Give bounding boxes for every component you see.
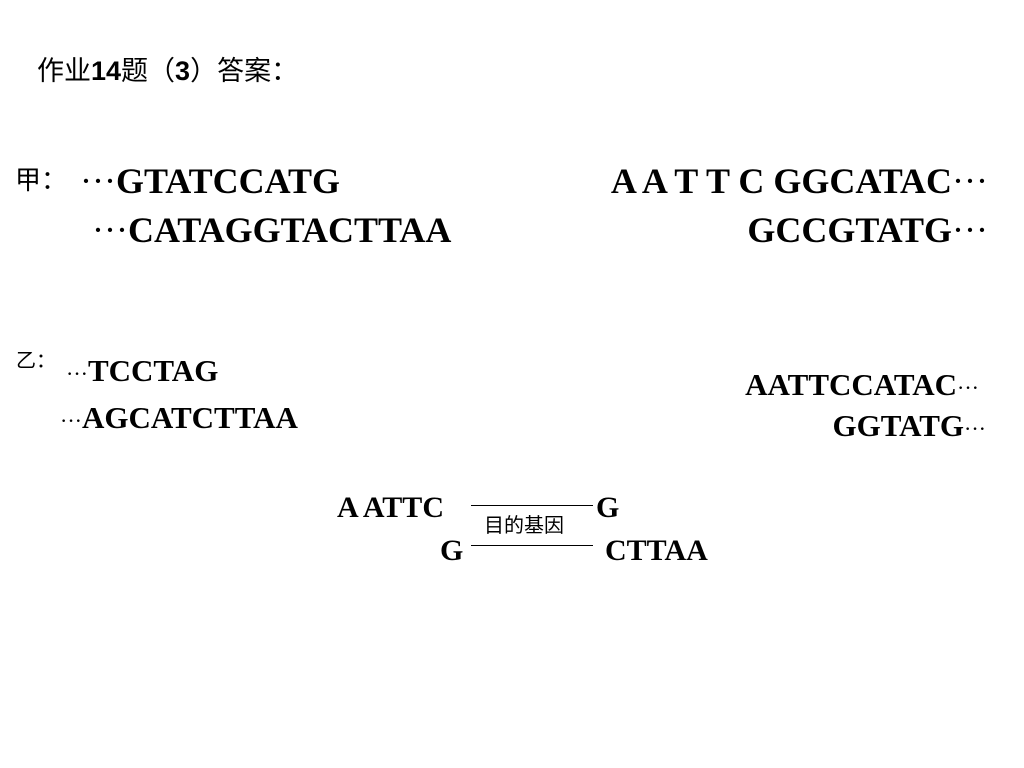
result-top-right: G bbox=[596, 491, 620, 524]
result-bottom-line bbox=[471, 545, 593, 546]
result-bottom-left: G bbox=[440, 534, 464, 567]
yi-left-bottom-seq: AGCATCTTAA bbox=[81, 400, 298, 435]
jia-right-top-strand: A A T T C GGCATAC··· bbox=[611, 163, 988, 199]
title-prefix: 作业 bbox=[37, 56, 91, 87]
jia-right-top-seq: A A T T C GGCATAC bbox=[610, 161, 953, 201]
yi-right-bottom-seq: GGTATG bbox=[832, 408, 965, 443]
title-sub-number: 3 bbox=[175, 56, 191, 86]
yi-label: 乙： bbox=[16, 348, 56, 372]
title-number: 14 bbox=[91, 56, 122, 86]
jia-left-top-seq: GTATCCATG bbox=[115, 161, 340, 201]
result-bottom-right: CTTAA bbox=[605, 534, 708, 567]
jia-right-bottom-ellipsis: ··· bbox=[952, 210, 988, 250]
yi-left-bottom-strand: ···AGCATCTTAA bbox=[60, 402, 298, 433]
title-suffix: ）答案： bbox=[190, 56, 299, 87]
page-title: 作业14题（3）答案： bbox=[37, 56, 299, 87]
jia-left-bottom-ellipsis: ··· bbox=[92, 210, 128, 250]
jia-left-bottom-seq: CATAGGTACTTAA bbox=[127, 210, 452, 250]
jia-left-top-strand: ···GTATCCATG bbox=[80, 163, 340, 199]
yi-left-top-seq: TCCTAG bbox=[87, 353, 219, 388]
yi-left-bottom-ellipsis: ··· bbox=[60, 408, 82, 433]
jia-left-top-ellipsis: ··· bbox=[80, 161, 116, 201]
result-top-left: A ATTC bbox=[337, 491, 444, 524]
yi-left-top-ellipsis: ··· bbox=[66, 361, 88, 386]
yi-right-top-ellipsis: ··· bbox=[957, 375, 979, 400]
target-gene-label: 目的基因 bbox=[484, 513, 564, 537]
yi-left-top-strand: ···TCCTAG bbox=[66, 355, 218, 386]
yi-right-bottom-strand: GGTATG··· bbox=[833, 410, 986, 441]
yi-right-bottom-ellipsis: ··· bbox=[964, 416, 986, 441]
jia-right-top-ellipsis: ··· bbox=[952, 161, 988, 201]
title-middle: 题（ bbox=[121, 56, 176, 87]
result-top-line bbox=[471, 505, 593, 506]
jia-right-bottom-seq: GCCGTATG bbox=[747, 210, 953, 250]
yi-right-top-seq: AATTCCATAC bbox=[745, 367, 958, 402]
jia-right-bottom-strand: GCCGTATG··· bbox=[747, 212, 988, 248]
yi-right-top-strand: AATTCCATAC··· bbox=[745, 369, 979, 400]
jia-left-bottom-strand: ···CATAGGTACTTAA bbox=[92, 212, 451, 248]
jia-label: 甲： bbox=[15, 166, 68, 196]
